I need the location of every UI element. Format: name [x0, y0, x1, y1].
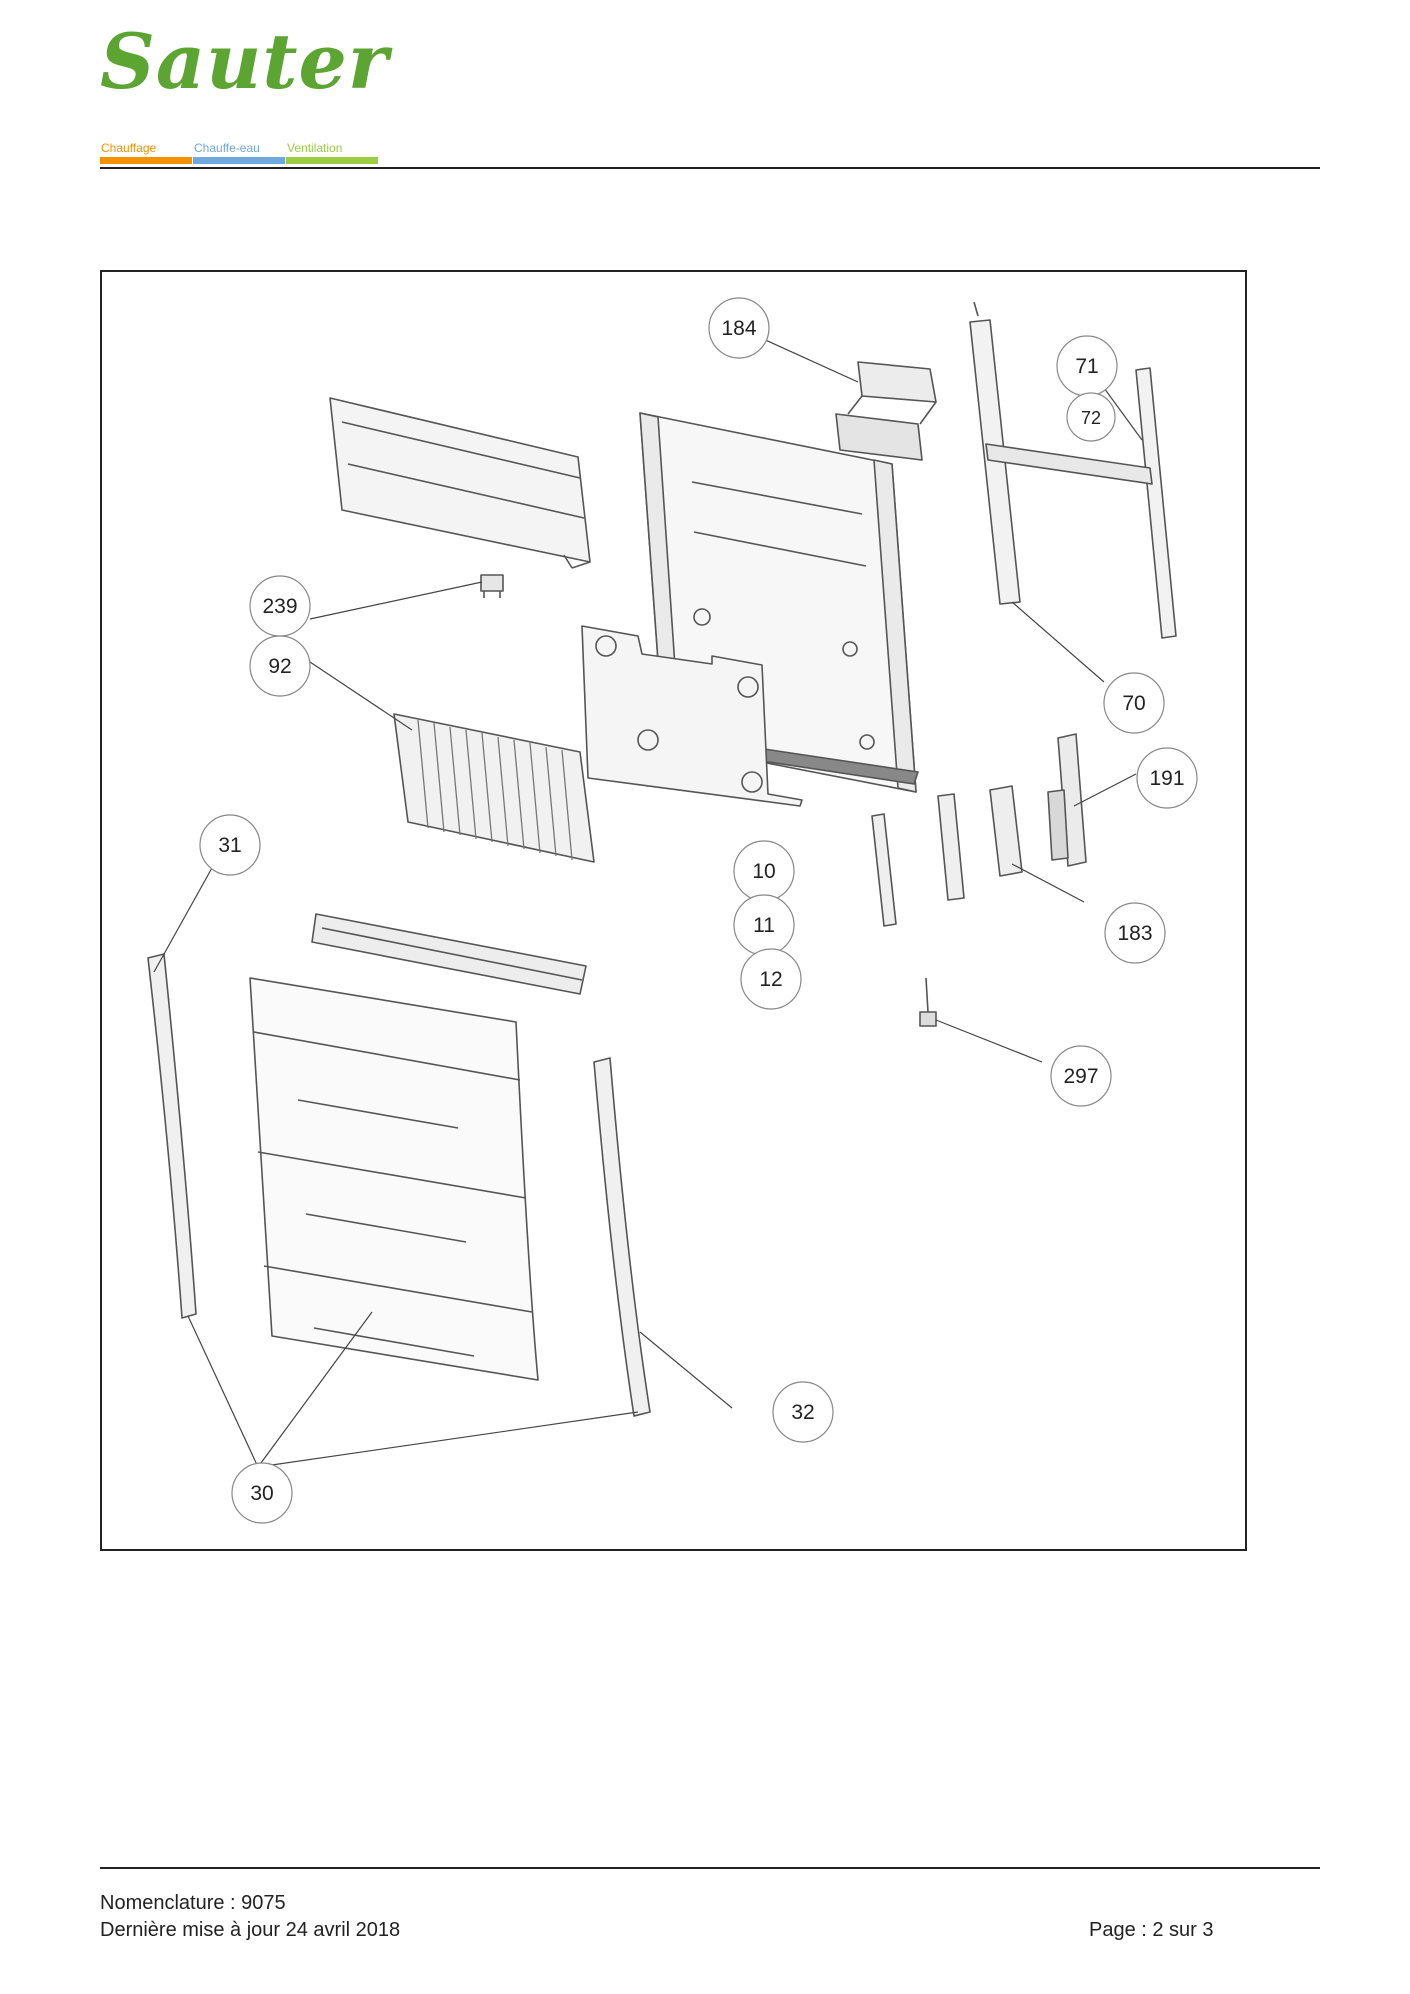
control-box-part — [835, 361, 937, 461]
module-191-part — [1047, 733, 1087, 867]
exploded-view-diagram: 184 71 72 239 92 70 191 31 10 11 12 183 … — [147, 297, 1198, 1524]
callout-92: 92 — [249, 635, 311, 697]
svg-text:71: 71 — [1075, 355, 1098, 378]
svg-text:30: 30 — [250, 1482, 273, 1505]
sensor-part — [919, 977, 937, 1027]
svg-text:12: 12 — [759, 968, 782, 991]
svg-text:11: 11 — [753, 914, 775, 937]
callout-191: 191 — [1136, 747, 1198, 809]
svg-text:32: 32 — [791, 1401, 814, 1424]
svg-text:239: 239 — [262, 595, 297, 618]
callout-184: 184 — [708, 297, 770, 359]
svg-text:72: 72 — [1081, 408, 1101, 428]
callout-70: 70 — [1103, 672, 1165, 734]
svg-text:31: 31 — [218, 834, 241, 857]
heat-sink-part — [393, 713, 595, 863]
callout-32: 32 — [772, 1381, 834, 1443]
category-chauffe-eau: Chauffe-eau — [193, 140, 285, 164]
clip-part — [480, 574, 504, 598]
back-plate-part — [329, 397, 591, 569]
callout-11: 11 — [733, 894, 795, 956]
svg-text:183: 183 — [1117, 922, 1152, 945]
wall-bracket-part — [969, 301, 1177, 639]
thermostat-part — [989, 785, 1023, 877]
category-ventilation: Ventilation — [286, 140, 378, 164]
brand-logo: Sauter — [100, 17, 389, 106]
callout-layer: 184 71 72 239 92 70 191 31 10 11 12 183 … — [199, 297, 1198, 1524]
svg-text:191: 191 — [1149, 767, 1184, 790]
svg-text:10: 10 — [752, 860, 775, 883]
top-grille-part — [311, 913, 587, 995]
footer-divider — [100, 1867, 1320, 1869]
exploded-view-frame: 184 71 72 239 92 70 191 31 10 11 12 183 … — [100, 270, 1247, 1551]
svg-text:70: 70 — [1122, 692, 1145, 715]
category-chauffage: Chauffage — [100, 140, 192, 164]
svg-text:184: 184 — [721, 317, 756, 340]
right-side-cover-part — [593, 1057, 651, 1417]
left-side-cover-part — [147, 953, 197, 1319]
callout-31: 31 — [199, 814, 261, 876]
page-number-label: Page : 2 sur 3 — [1089, 1919, 1214, 1941]
header-divider — [100, 167, 1320, 169]
last-updated-label: Dernière mise à jour 24 avril 2018 — [100, 1919, 401, 1941]
callout-183: 183 — [1104, 902, 1166, 964]
callout-10: 10 — [733, 840, 795, 902]
callout-72: 72 — [1066, 392, 1116, 442]
callout-71: 71 — [1056, 335, 1118, 397]
nomenclature-label: Nomenclature : 9075 — [100, 1892, 286, 1914]
electronic-board-part — [581, 625, 803, 807]
svg-text:92: 92 — [268, 655, 291, 678]
small-bracket-part — [871, 793, 965, 927]
callout-30: 30 — [231, 1462, 293, 1524]
front-facade-part — [249, 977, 539, 1381]
callout-297: 297 — [1050, 1045, 1112, 1107]
callout-12: 12 — [740, 948, 802, 1010]
svg-text:297: 297 — [1063, 1065, 1098, 1088]
callout-239: 239 — [249, 575, 311, 637]
